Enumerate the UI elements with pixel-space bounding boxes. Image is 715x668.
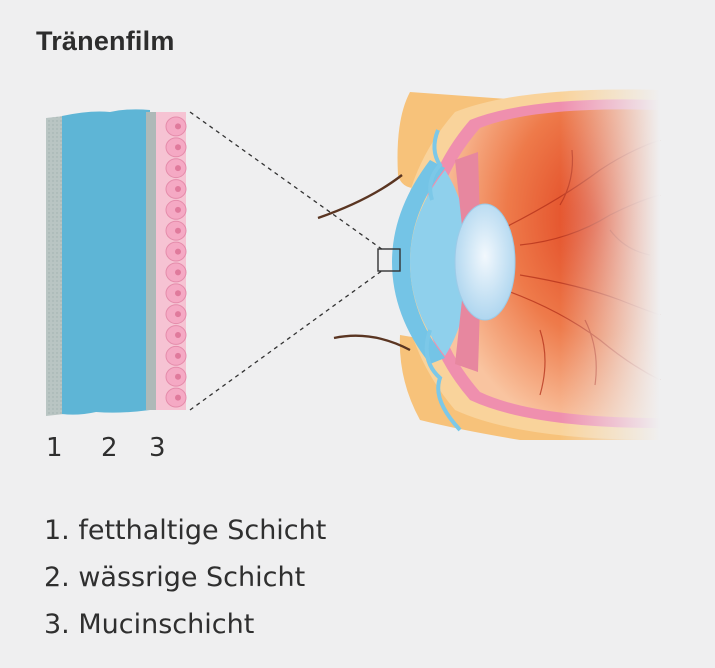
cell-nucleus xyxy=(175,269,181,275)
zoom-line-bottom xyxy=(190,270,383,410)
cell-nucleus xyxy=(175,311,181,317)
aqueous-layer xyxy=(62,109,150,414)
cell-nucleus xyxy=(175,123,181,129)
lens xyxy=(455,204,515,320)
cell-nucleus xyxy=(175,374,181,380)
cell-nucleus xyxy=(175,290,181,296)
eye-cross-section xyxy=(318,80,660,450)
lower-eyelash xyxy=(334,336,410,350)
legend-item-mucin: 3. Mucinschicht xyxy=(44,609,254,640)
cell-nucleus xyxy=(175,249,181,255)
cell-nucleus xyxy=(175,207,181,213)
layer-number-3: 3 xyxy=(149,433,166,463)
layer-number-1: 1 xyxy=(46,433,63,463)
legend-item-aqueous: 2. wässrige Schicht xyxy=(44,562,305,593)
cell-nucleus xyxy=(175,395,181,401)
lipid-layer xyxy=(46,116,64,416)
mucin-layer xyxy=(156,112,186,410)
legend-item-lipid: 1. fetthaltige Schicht xyxy=(44,515,326,546)
cell-nucleus xyxy=(175,332,181,338)
cell-nucleus xyxy=(175,144,181,150)
zoom-line-top xyxy=(190,112,383,250)
tear-film-cross-section xyxy=(46,109,186,416)
cell-nucleus xyxy=(175,228,181,234)
cell-nucleus xyxy=(175,186,181,192)
layer-number-2: 2 xyxy=(101,433,118,463)
upper-eyelash xyxy=(318,175,402,218)
cell-nucleus xyxy=(175,165,181,171)
cell-nucleus xyxy=(175,353,181,359)
